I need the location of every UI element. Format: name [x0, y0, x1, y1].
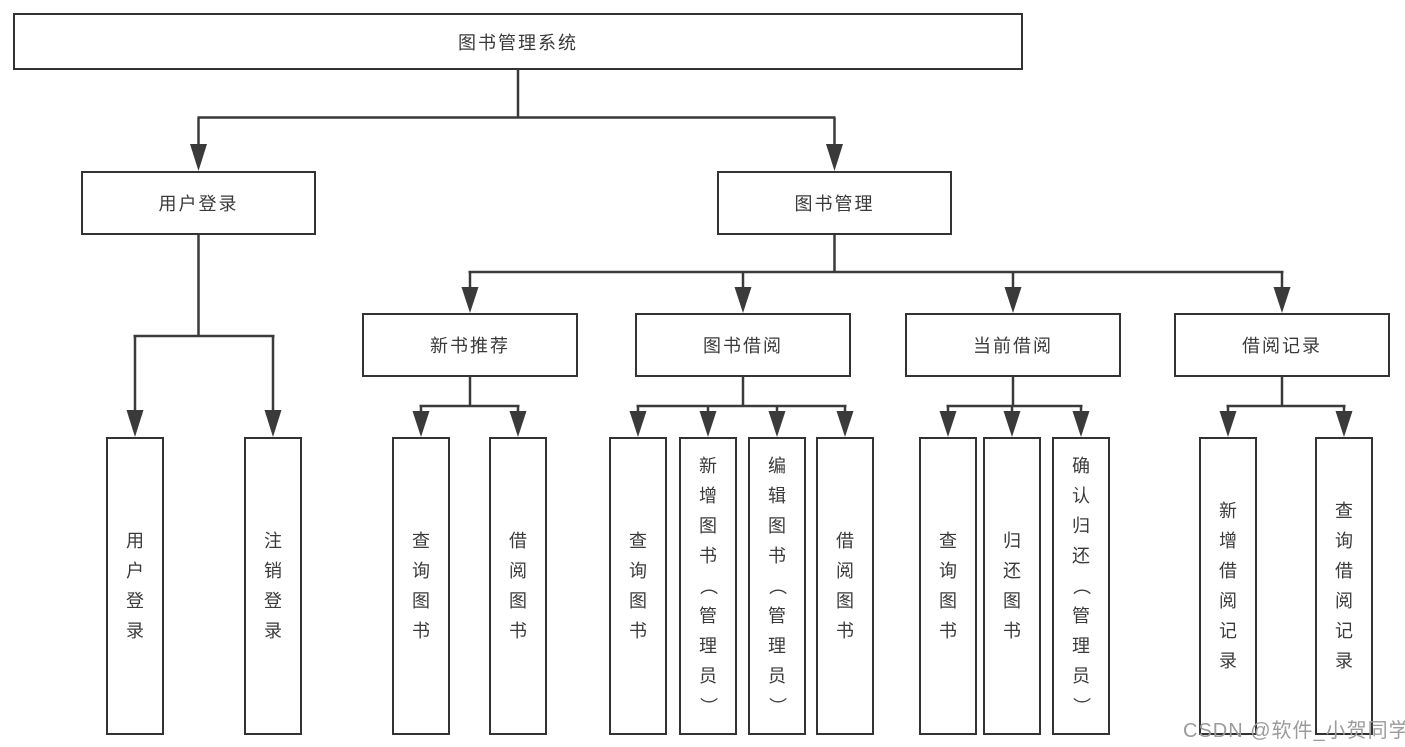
leaf-label: 借阅图书 — [509, 531, 527, 641]
node-label: 图书管理 — [794, 194, 875, 214]
leaf-label: 确认归还（管理员） — [1071, 456, 1091, 715]
node-label: 图书借阅 — [703, 336, 783, 356]
leaf-user-login: 用户登录 — [106, 437, 164, 735]
leaf-logout: 注销登录 — [244, 437, 302, 735]
leaf-query-books-current: 查询图书 — [919, 437, 977, 735]
leaf-label: 新增借阅记录 — [1219, 501, 1237, 671]
node-user-login: 用户登录 — [81, 171, 316, 235]
leaf-return-book: 归还图书 — [983, 437, 1041, 735]
leaf-add-borrow-record: 新增借阅记录 — [1199, 437, 1257, 735]
node-borrow-records: 借阅记录 — [1174, 313, 1390, 377]
leaf-label: 用户登录 — [126, 531, 144, 641]
leaf-label: 查询借阅记录 — [1335, 501, 1353, 671]
node-label: 用户登录 — [158, 194, 239, 214]
leaf-label: 归还图书 — [1003, 531, 1021, 641]
leaf-label: 查询图书 — [629, 531, 647, 641]
csdn-watermark: CSDN @软件_小贺同学 — [1183, 720, 1405, 742]
node-new-book-recommend: 新书推荐 — [362, 313, 578, 377]
leaf-label: 编辑图书（管理员） — [767, 456, 787, 715]
arrow-book-mgmt — [826, 144, 843, 171]
node-system-root: 图书管理系统 — [13, 13, 1023, 70]
node-current-borrow: 当前借阅 — [905, 313, 1121, 377]
node-label: 图书管理系统 — [458, 32, 578, 53]
leaf-query-books-borrow: 查询图书 — [609, 437, 667, 735]
node-book-management: 图书管理 — [717, 171, 952, 235]
node-book-borrow: 图书借阅 — [635, 313, 851, 377]
node-label: 借阅记录 — [1242, 336, 1322, 356]
leaf-add-book-admin: 新增图书（管理员） — [679, 437, 737, 735]
leaf-confirm-return-admin: 确认归还（管理员） — [1052, 437, 1110, 735]
leaf-label: 注销登录 — [264, 531, 282, 641]
leaf-query-books-recommend: 查询图书 — [392, 437, 450, 735]
leaf-label: 借阅图书 — [836, 531, 854, 641]
leaf-label: 新增图书（管理员） — [698, 456, 718, 715]
leaf-borrow-books-recommend: 借阅图书 — [489, 437, 547, 735]
node-label: 新书推荐 — [430, 336, 510, 356]
leaf-edit-book-admin: 编辑图书（管理员） — [748, 437, 806, 735]
node-label: 当前借阅 — [973, 336, 1053, 356]
leaf-label: 查询图书 — [939, 531, 957, 641]
leaf-borrow-book: 借阅图书 — [816, 437, 874, 735]
arrow-user-login — [190, 144, 207, 171]
leaf-label: 查询图书 — [412, 531, 430, 641]
leaf-query-borrow-record: 查询借阅记录 — [1315, 437, 1373, 735]
